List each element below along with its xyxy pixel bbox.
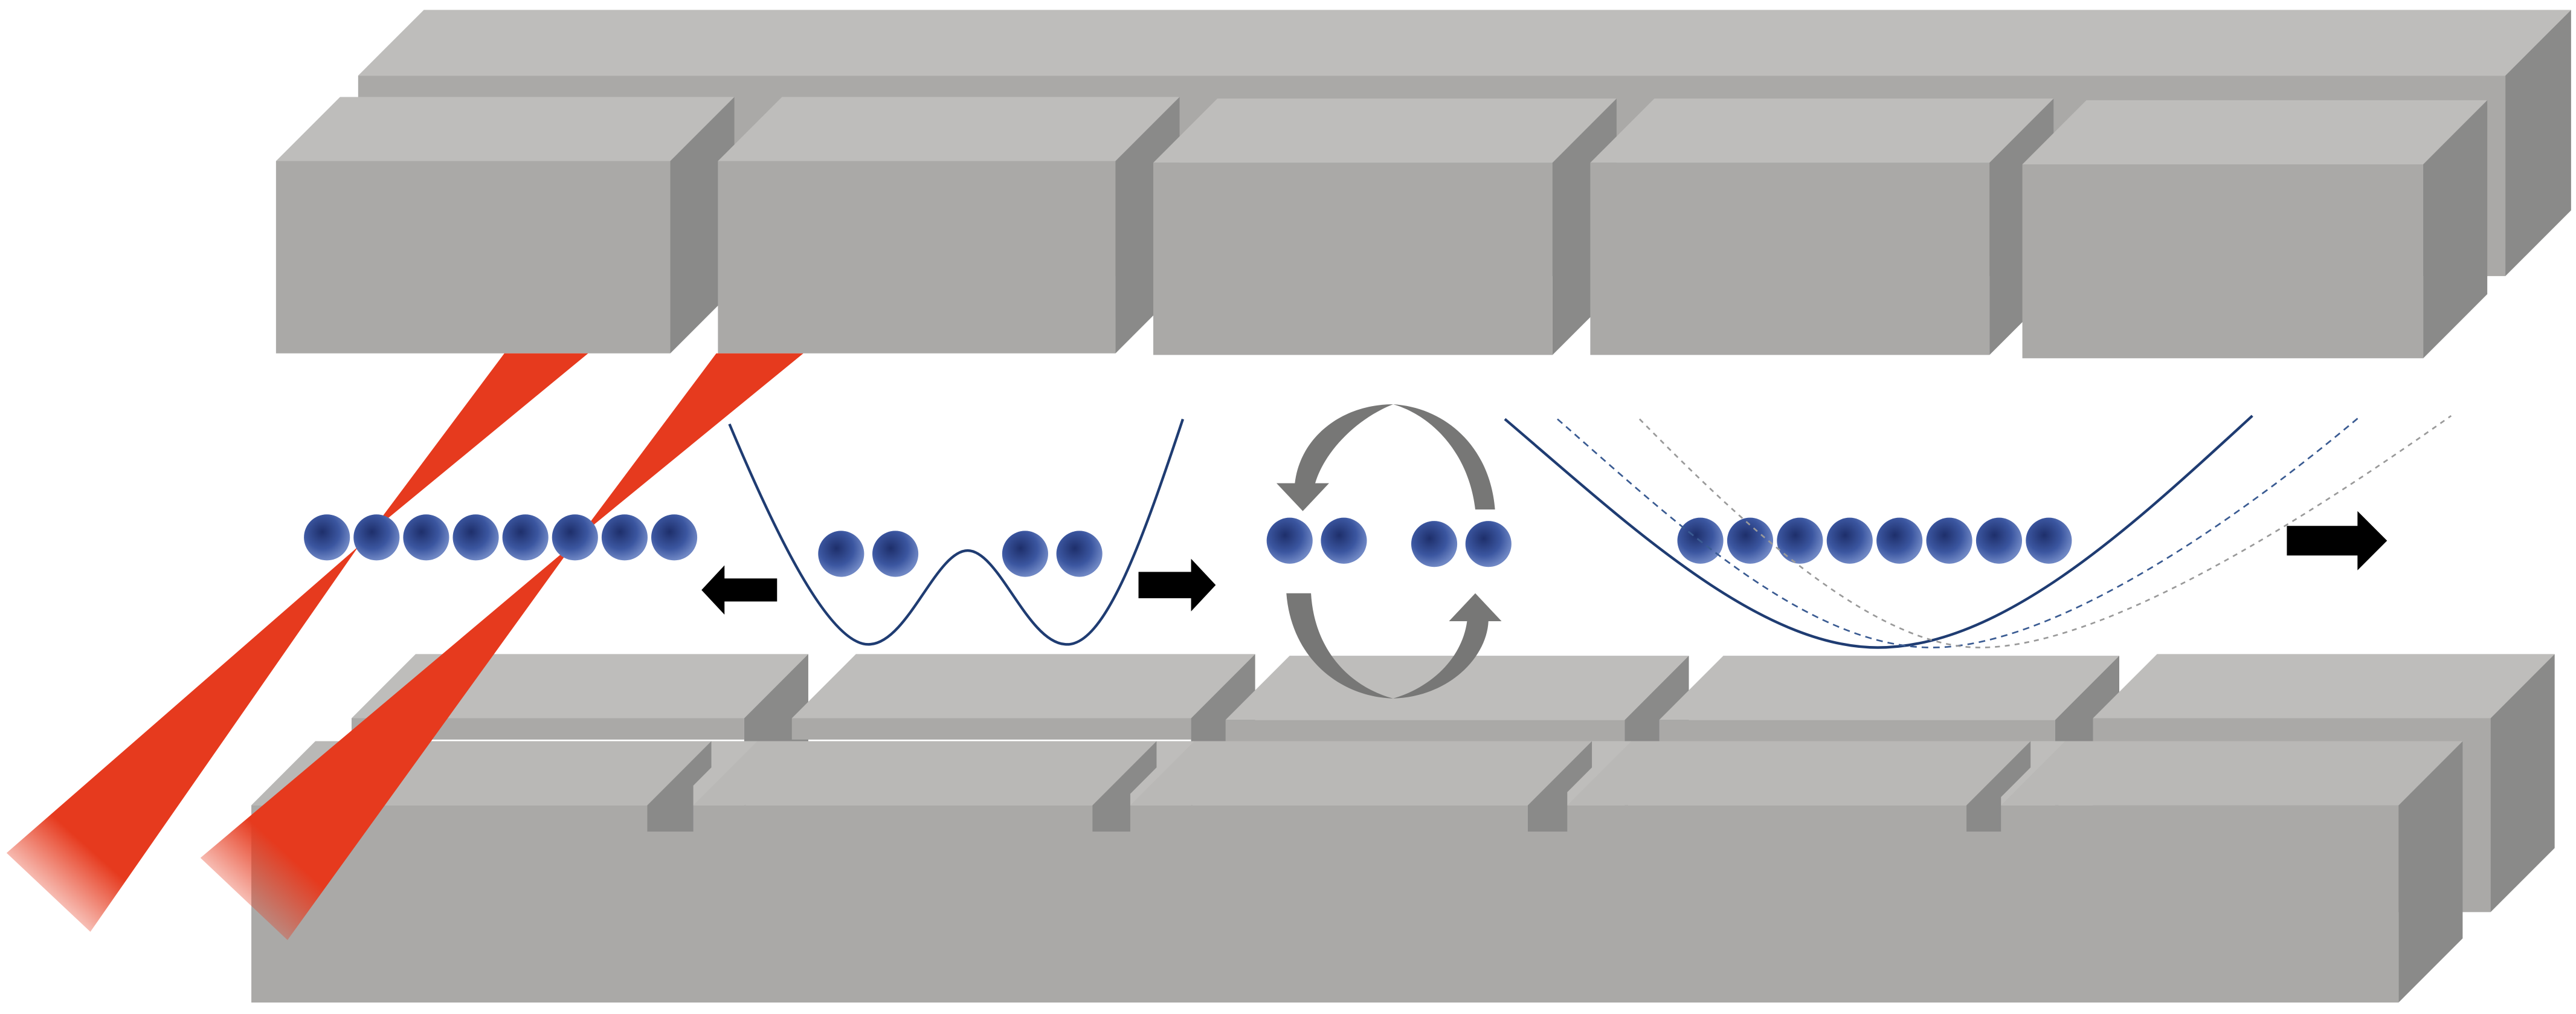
- harmonic-curve-shifted-2: [1638, 415, 2452, 648]
- ion: [1727, 517, 1774, 564]
- harmonic-curve: [1504, 415, 2253, 649]
- arrow-right-icon: [1138, 558, 1216, 612]
- lower-front-segment-tops: [251, 741, 2463, 806]
- lower-segment-gaps: [647, 741, 2031, 832]
- double-well-pair-right: [1002, 531, 1103, 577]
- arrow-left-icon: [701, 565, 778, 615]
- ion: [1411, 521, 1458, 567]
- rotate-icon: [1276, 404, 1502, 699]
- laser-beam-2: [200, 353, 803, 940]
- ion: [403, 514, 449, 561]
- upper-electrode-5: [2022, 100, 2488, 358]
- harmonic-potential: [1504, 415, 2452, 649]
- ion: [502, 514, 549, 561]
- move-left-arrow: [701, 565, 778, 615]
- laser-beams: [6, 353, 803, 940]
- upper-electrode-3: [1153, 98, 1617, 355]
- laser-beam-1: [6, 353, 588, 932]
- harmonic-curve-shifted-1: [1557, 415, 2362, 648]
- upper-electrode-segments: [275, 97, 2488, 358]
- transport-chain: [1677, 517, 2072, 564]
- double-well-pair-left: [818, 531, 919, 577]
- ion: [872, 531, 919, 577]
- upper-electrode-1: [275, 97, 735, 354]
- ion: [1465, 521, 1512, 567]
- swap-rotation: [1276, 404, 1502, 699]
- ion: [1321, 517, 1367, 564]
- double-well-curve: [728, 418, 1185, 646]
- ion: [1002, 531, 1048, 577]
- ion: [552, 514, 598, 561]
- ion: [818, 531, 865, 577]
- ion: [1926, 517, 1972, 564]
- swap-pair-right: [1411, 521, 1512, 567]
- upper-electrode-2: [718, 97, 1180, 354]
- ion: [452, 514, 499, 561]
- ion: [304, 514, 350, 561]
- ion: [1975, 517, 2023, 564]
- transport-right-arrow: [2287, 511, 2388, 570]
- arrow-right-icon: [2287, 511, 2388, 570]
- laser-interaction-chain: [304, 514, 698, 561]
- swap-pair-left: [1266, 517, 1367, 564]
- ion: [353, 514, 400, 561]
- ion: [1056, 531, 1103, 577]
- move-right-arrow: [1138, 558, 1216, 612]
- ion: [1876, 517, 1923, 564]
- ion-groups: [304, 514, 2072, 577]
- ion: [1266, 517, 1313, 564]
- ion: [1826, 517, 1873, 564]
- ion: [2026, 517, 2072, 564]
- double-well-potential: [728, 418, 1185, 646]
- ion: [1777, 517, 1823, 564]
- ion: [651, 514, 698, 561]
- upper-electrode-4: [1590, 98, 2054, 355]
- ion: [601, 514, 648, 561]
